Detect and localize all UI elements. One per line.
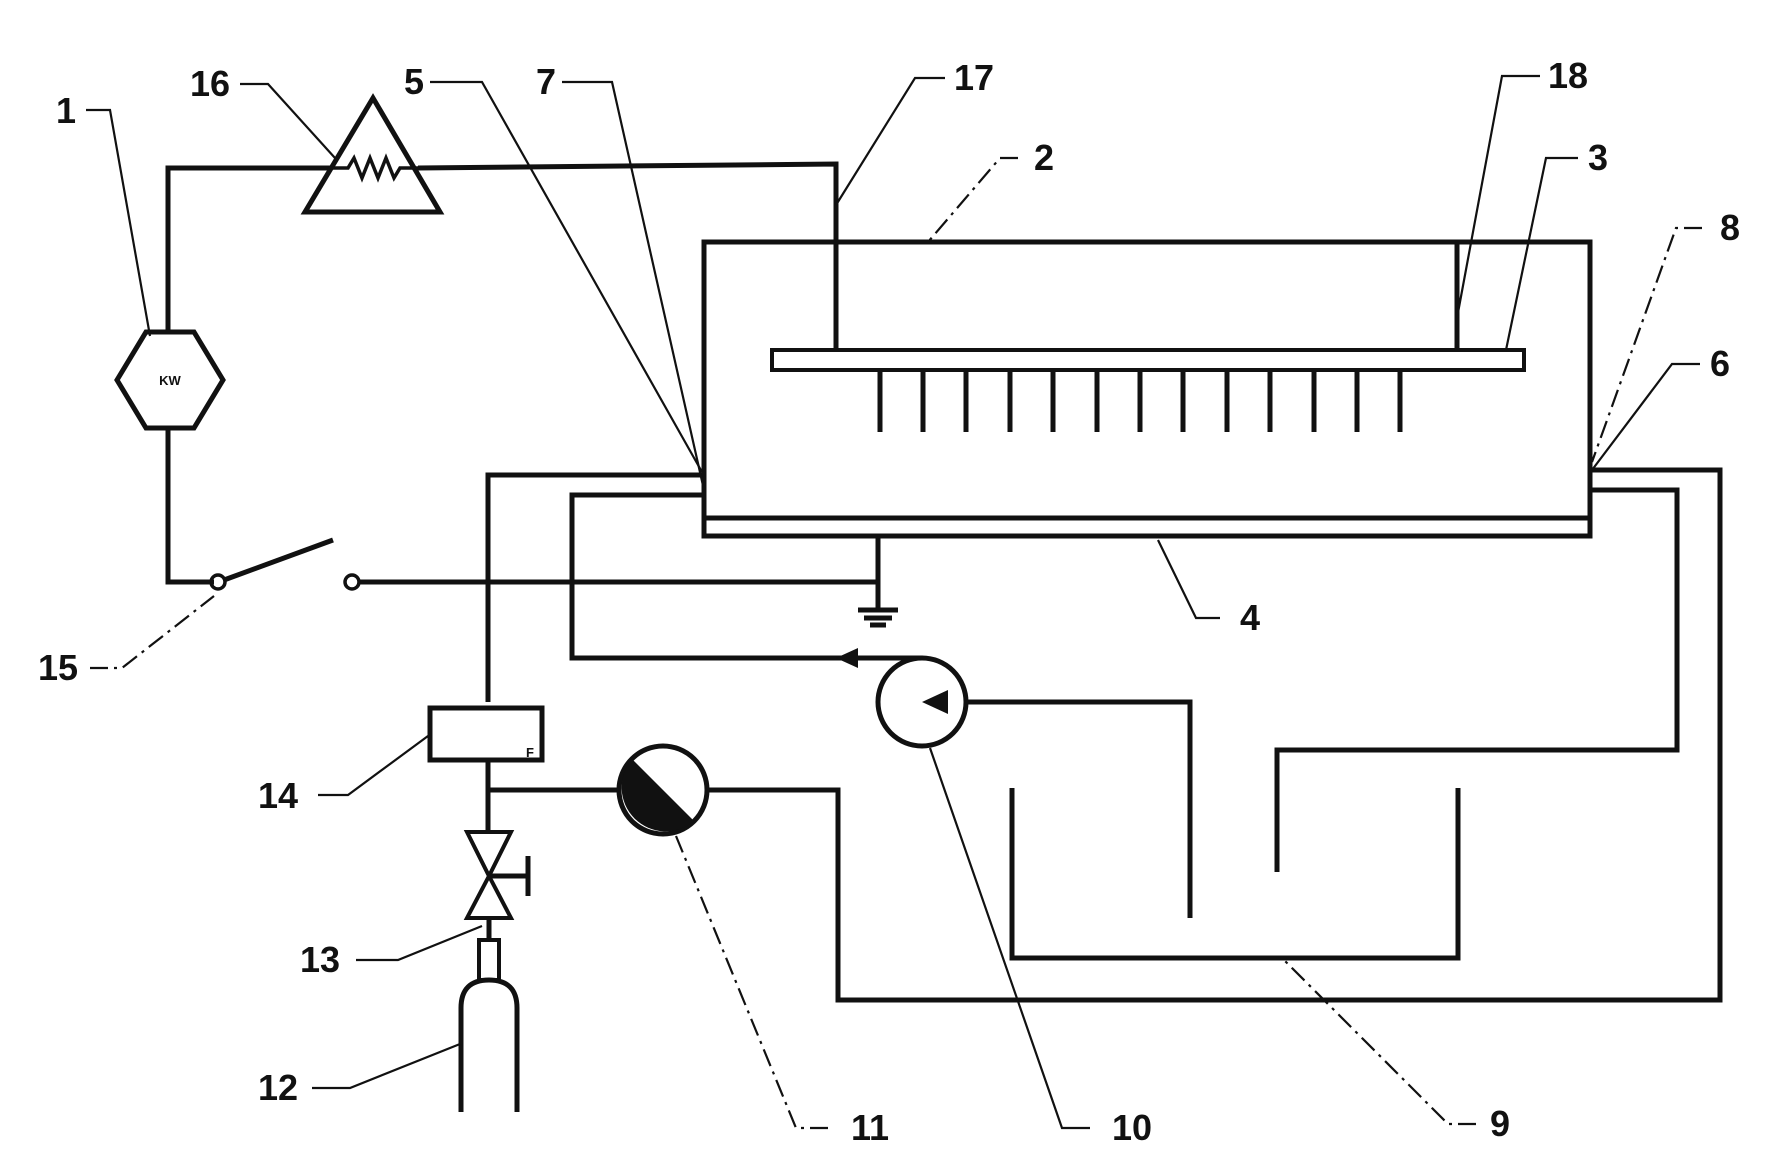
label-11: 11 — [851, 1107, 889, 1148]
flow-meter-symbol: F — [526, 745, 534, 760]
reference-numerals: 1 16 5 7 17 2 18 3 8 6 4 15 14 13 12 11 … — [38, 55, 1740, 1148]
current-limiting-resistor — [300, 93, 445, 215]
liquid-circuit — [569, 467, 1723, 1003]
label-12: 12 — [258, 1067, 298, 1108]
label-2: 2 — [1034, 137, 1054, 178]
label-14: 14 — [258, 775, 298, 816]
valve — [463, 830, 531, 920]
liquid-inlet-line — [569, 492, 922, 661]
label-13: 13 — [300, 939, 340, 980]
power-supply-symbol: KW — [159, 373, 181, 388]
flow-meter: F — [427, 705, 545, 763]
label-15: 15 — [38, 647, 78, 688]
label-16: 16 — [190, 63, 230, 104]
gas-inlet-pipe — [485, 472, 704, 702]
pressure-gauge — [616, 743, 710, 837]
wire-power-to-resistor — [165, 165, 330, 332]
liquid-reservoir — [1009, 788, 1461, 961]
ground-icon — [858, 538, 898, 628]
label-8: 8 — [1720, 207, 1740, 248]
reactor-chamber — [701, 239, 1593, 539]
label-3: 3 — [1588, 137, 1608, 178]
label-9: 9 — [1490, 1103, 1510, 1144]
label-7: 7 — [536, 61, 556, 102]
label-6: 6 — [1710, 343, 1730, 384]
power-supply: KW — [114, 329, 226, 431]
pump — [875, 655, 969, 749]
gas-cylinder — [458, 918, 520, 1112]
flow-arrow-icon — [836, 648, 858, 668]
label-4: 4 — [1240, 597, 1260, 638]
electrical-circuit: KW — [114, 93, 898, 628]
suction-line — [968, 699, 1193, 918]
label-5: 5 — [404, 61, 424, 102]
switch — [209, 537, 361, 591]
needle-electrodes — [877, 372, 1403, 432]
liquid-outlet-line — [1274, 487, 1680, 872]
wire-to-high-voltage-electrode — [417, 161, 839, 350]
label-17: 17 — [954, 57, 994, 98]
exhaust-line — [708, 467, 1723, 1003]
gas-line: F — [427, 472, 704, 1112]
label-10: 10 — [1112, 1107, 1152, 1148]
leader-lines — [86, 74, 1702, 1130]
label-18: 18 — [1548, 55, 1588, 96]
label-1: 1 — [56, 90, 76, 131]
wire-power-to-switch — [165, 428, 214, 585]
